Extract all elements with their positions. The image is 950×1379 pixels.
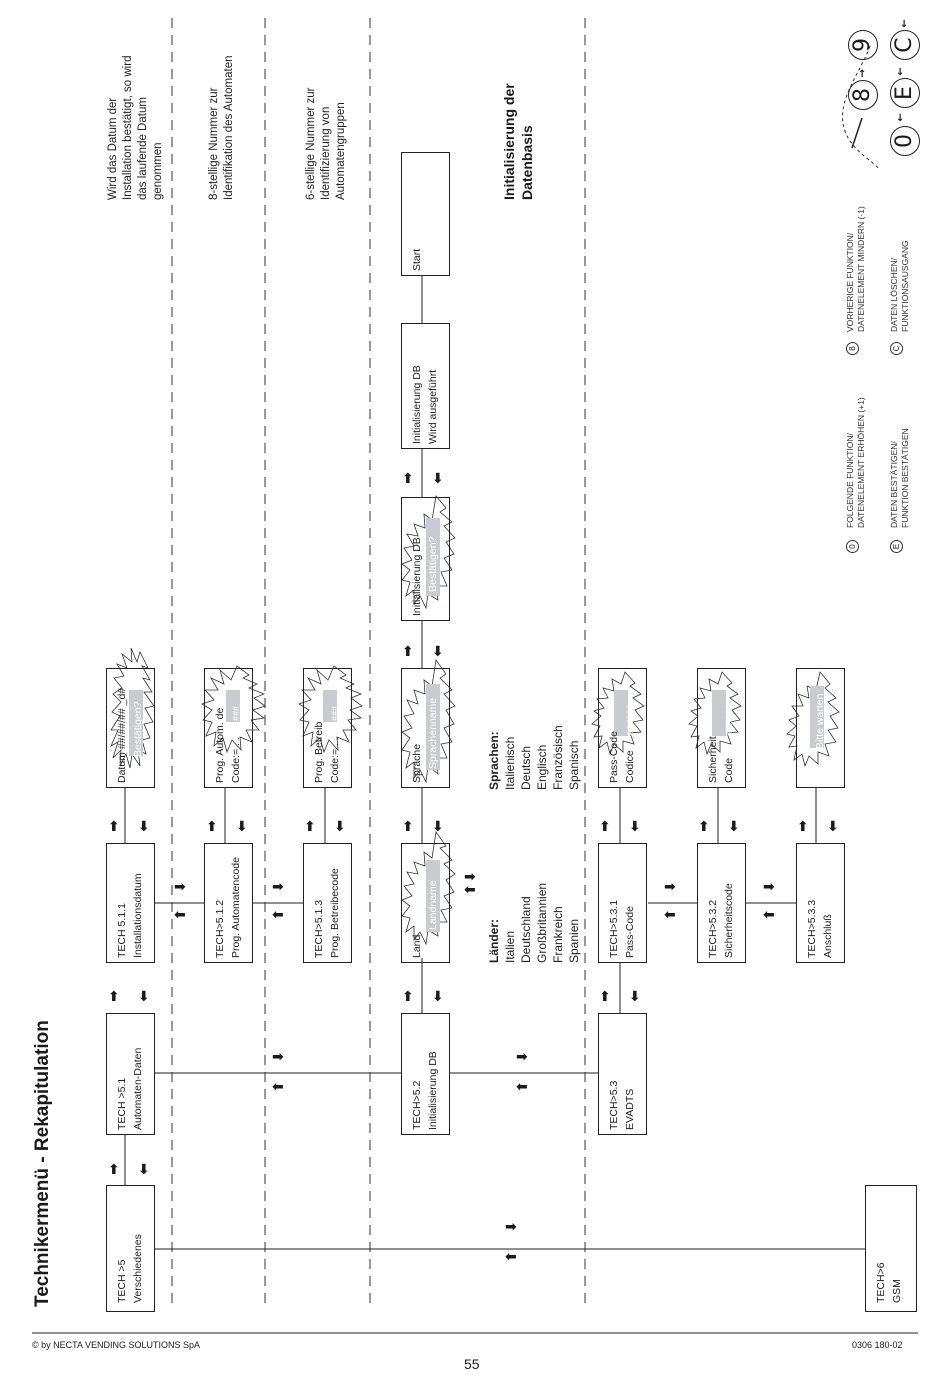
menu-box-tech5-1: TECH >5.1 Automaten-Daten bbox=[106, 1013, 155, 1135]
navigation-down-arrow-icon: ⬇ bbox=[138, 1162, 150, 1178]
display-sicherheitscode: Sicherheit Code ###### bbox=[697, 668, 746, 788]
navigation-right-arrow-icon: ➡ bbox=[174, 879, 186, 895]
display-passcode: Pass-Code Codice ###### bbox=[598, 668, 647, 788]
navigation-up-arrow-icon: ⬆ bbox=[402, 644, 414, 660]
keypad-arrow-icon: ↓ bbox=[896, 113, 905, 124]
display-sprache: Sprache Sprachenname bbox=[401, 668, 450, 788]
navigation-down-arrow-icon: ⬇ bbox=[629, 989, 641, 1005]
navigation-left-arrow-icon: ⬅ bbox=[464, 882, 476, 898]
display-init-confirm: Initialisierung DB Bestätigen? bbox=[401, 497, 450, 621]
menu-box-tech5-3: TECH>5.3 EVADTS bbox=[598, 1013, 647, 1135]
navigation-down-arrow-icon: ⬇ bbox=[432, 471, 444, 487]
keyE-legend-icon: E bbox=[890, 540, 903, 553]
navigation-down-arrow-icon: ⬇ bbox=[629, 819, 641, 835]
navigation-up-arrow-icon: ⬆ bbox=[698, 819, 710, 835]
key0-legend-icon: 0 bbox=[846, 540, 859, 553]
display-automatencode: Prog. Autom. de Code:= . . ### bbox=[204, 668, 253, 788]
keypad-key-E: E bbox=[890, 78, 920, 108]
key8-legend-text: VORHERIGE FUNKTION/ DATENELEMENT MINDERN… bbox=[845, 206, 866, 332]
description-init-db: Initialisierung der Datenbasis bbox=[501, 83, 535, 200]
document-code: 0306 180-02 bbox=[852, 1340, 903, 1350]
menu-box-tech5-1-1: TECH 5.1.1 Installationsdatum bbox=[106, 843, 155, 963]
navigation-up-arrow-icon: ⬆ bbox=[402, 819, 414, 835]
keypad-arrow-icon: ↓ bbox=[896, 67, 905, 78]
navigation-left-arrow-icon: ⬅ bbox=[664, 907, 676, 923]
navigation-up-arrow-icon: ⬆ bbox=[402, 471, 414, 487]
navigation-down-arrow-icon: ⬇ bbox=[432, 644, 444, 660]
keypad-key-8: 8 bbox=[848, 80, 878, 110]
page-number: 55 bbox=[464, 1356, 480, 1372]
menu-box-tech6: TECH>6 GSM bbox=[865, 1185, 917, 1312]
navigation-right-arrow-icon: ➡ bbox=[505, 1219, 517, 1235]
navigation-up-arrow-icon: ⬆ bbox=[599, 819, 611, 835]
keypad-key-C: C bbox=[890, 30, 920, 60]
key0-legend-text: FOLGENDE FUNKTION/ DATENELEMENT ERHÖHEN … bbox=[845, 397, 866, 528]
navigation-up-arrow-icon: ⬆ bbox=[304, 819, 316, 835]
menu-box-tech5-3-1: TECH>5.3.1 Pass-Code bbox=[598, 843, 647, 963]
navigation-down-arrow-icon: ⬇ bbox=[138, 819, 150, 835]
navigation-right-arrow-icon: ➡ bbox=[272, 879, 284, 895]
navigation-right-arrow-icon: ➡ bbox=[763, 879, 775, 895]
navigation-up-arrow-icon: ⬆ bbox=[108, 819, 120, 835]
display-datum: Datum ##/##/## _d# Bestätigen? bbox=[106, 668, 155, 788]
menu-box-tech5-3-3: TECH>5.3.3 Anschluß bbox=[796, 843, 845, 963]
navigation-up-arrow-icon: ⬆ bbox=[402, 989, 414, 1005]
keyC-legend-text: DATEN LÖSCHEN/ FUNKTIONSAUSGANG bbox=[889, 240, 910, 332]
menu-box-tech5-1-3: TECH>5.1.3 Prog. Betreibecode bbox=[303, 843, 352, 963]
description-datum: Wird das Datum der Installation bestätig… bbox=[107, 55, 164, 200]
navigation-left-arrow-icon: ⬅ bbox=[272, 1079, 284, 1095]
menu-box-tech5-1-2: TECH>5.1.2 Prog. Automatencode bbox=[204, 843, 253, 963]
key8-legend-icon: 8 bbox=[846, 342, 859, 355]
navigation-down-arrow-icon: ⬇ bbox=[728, 819, 740, 835]
navigation-right-arrow-icon: ➡ bbox=[272, 1049, 284, 1065]
languages-list: Sprachen: Italienisch Deutsch Englisch F… bbox=[487, 725, 581, 790]
navigation-down-arrow-icon: ⬇ bbox=[334, 819, 346, 835]
navigation-left-arrow-icon: ⬅ bbox=[272, 907, 284, 923]
navigation-down-arrow-icon: ⬇ bbox=[236, 819, 248, 835]
keyE-legend-text: DATEN BESTÄTIGEN/ FUNKTION BESTÄTIGEN bbox=[889, 428, 910, 528]
keypad-arrow-icon: ↑ bbox=[858, 69, 867, 80]
keypad-key-9: 9 bbox=[848, 30, 878, 60]
keypad-key-0: 0 bbox=[890, 126, 920, 156]
navigation-down-arrow-icon: ⬇ bbox=[827, 819, 839, 835]
navigation-up-arrow-icon: ⬆ bbox=[108, 989, 120, 1005]
navigation-down-arrow-icon: ⬇ bbox=[432, 819, 444, 835]
description-gruppen: 6-stellige Nummer zur Identifizierung vo… bbox=[305, 87, 347, 200]
navigation-down-arrow-icon: ⬇ bbox=[432, 989, 444, 1005]
display-betreibecode: Prog. Betreib Code:= . . ### bbox=[303, 668, 352, 788]
page-title: Technikermenü - Rekapitulation bbox=[32, 1020, 53, 1307]
navigation-left-arrow-icon: ⬅ bbox=[763, 907, 775, 923]
navigation-down-arrow-icon: ⬇ bbox=[138, 989, 150, 1005]
menu-box-tech5-2: TECH>5.2 Initialisierung DB bbox=[401, 1013, 450, 1135]
display-bitte-warten: Bitte warten bbox=[796, 668, 845, 788]
navigation-right-arrow-icon: ➡ bbox=[516, 1049, 528, 1065]
display-init-running: Initialisierung DB Wird ausgeführt bbox=[401, 323, 450, 449]
navigation-up-arrow-icon: ⬆ bbox=[797, 819, 809, 835]
navigation-right-arrow-icon: ➡ bbox=[664, 879, 676, 895]
countries-list: Länder: Italien Deutschland Großbritanni… bbox=[487, 882, 581, 963]
navigation-up-arrow-icon: ⬆ bbox=[599, 989, 611, 1005]
display-start: Start bbox=[401, 152, 450, 276]
menu-box-tech5-3-2: TECH>5.3.2 Sicherheitscode bbox=[697, 843, 746, 963]
footer-copyright: © by NECTA VENDING SOLUTIONS SpA bbox=[32, 1340, 201, 1350]
navigation-up-arrow-icon: ⬆ bbox=[206, 819, 218, 835]
navigation-left-arrow-icon: ⬅ bbox=[505, 1249, 517, 1265]
navigation-left-arrow-icon: ⬅ bbox=[516, 1079, 528, 1095]
menu-box-tech5: TECH >5 Verschiedenes bbox=[106, 1185, 155, 1312]
navigation-up-arrow-icon: ⬆ bbox=[108, 1162, 120, 1178]
keypad-arrow-icon: ↓ bbox=[900, 19, 909, 30]
navigation-left-arrow-icon: ⬅ bbox=[174, 907, 186, 923]
navigation-right-arrow-icon: ➡ bbox=[464, 869, 476, 885]
description-automat: 8-stellige Nummer zur Identifikation des… bbox=[208, 55, 235, 201]
display-land: Land Landname bbox=[401, 843, 450, 963]
keyC-legend-icon: C bbox=[890, 342, 903, 355]
